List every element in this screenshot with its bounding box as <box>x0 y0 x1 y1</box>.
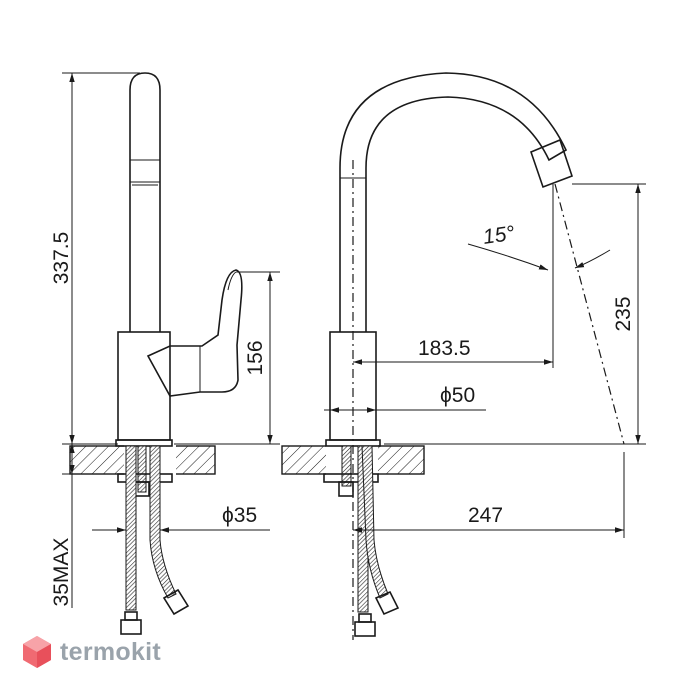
faucet-body-side <box>117 331 171 441</box>
brand-logo: termokit <box>22 635 161 669</box>
spout-reach-label: 247 <box>468 504 503 527</box>
spout-tube-side <box>129 72 161 332</box>
handle-side <box>146 269 243 397</box>
hole-diameter-label: ϕ35 <box>222 504 257 527</box>
dimension-spout-reach: 247 <box>353 452 625 538</box>
mounting-stud-left <box>137 445 147 493</box>
faucet-body-front <box>329 331 377 441</box>
spout-angle-label: 15° <box>481 222 516 249</box>
hexagon-cube-icon <box>23 636 51 668</box>
spout-height-label: 235 <box>612 296 635 331</box>
hose-left-b <box>149 445 177 599</box>
gooseneck-spout <box>339 72 568 332</box>
total-height-label: 337.5 <box>50 232 73 285</box>
water-stream-line <box>554 183 625 445</box>
dimension-lever-height: 156 <box>174 271 280 445</box>
dimension-body-diameter: ϕ50 <box>324 384 486 416</box>
dimension-spout-height: 235 <box>384 183 646 445</box>
lever-height-label: 156 <box>244 340 267 375</box>
dimension-max-deck: 35MAX <box>50 444 120 608</box>
dimension-total-height: 337.5 <box>50 72 140 445</box>
hose-right-b <box>361 445 389 599</box>
side-view <box>69 72 243 635</box>
body-diameter-label: ϕ50 <box>440 384 475 407</box>
dimension-spout-reach-axis: 183.5 <box>353 337 553 365</box>
reach-axis-label: 183.5 <box>418 337 471 360</box>
brand-name: termokit <box>60 637 162 666</box>
dimension-hole-diameter: ϕ35 <box>92 504 270 533</box>
aerator <box>529 138 574 189</box>
dimension-spout-angle: 15° <box>467 222 611 271</box>
hose-left-a <box>125 445 137 611</box>
front-view <box>281 72 574 640</box>
max-deck-label: 35MAX <box>50 538 73 607</box>
